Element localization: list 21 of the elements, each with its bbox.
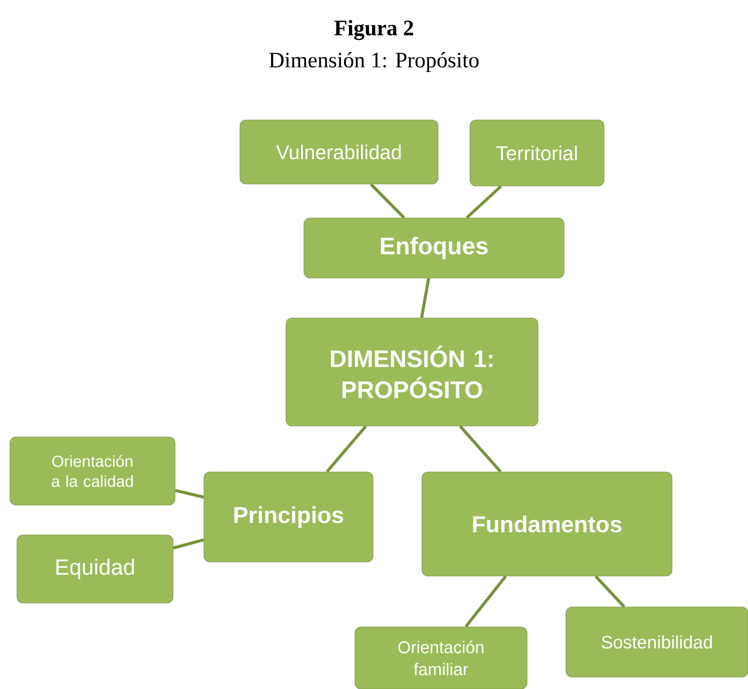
- concept-box: DIMENSIÓN 1: PROPÓSITO: [286, 318, 538, 426]
- concept-box: Sostenibilidad: [566, 606, 748, 678]
- figure-caption: Dimensión 1: Propósito: [269, 52, 479, 72]
- connector-line: [172, 538, 204, 550]
- concept-box: Enfoques: [304, 218, 564, 278]
- concept-box: Equidad: [16, 534, 174, 604]
- concept-box: Orientación a la calidad: [10, 436, 176, 506]
- concept-box: Fundamentos: [422, 472, 672, 576]
- connector-line: [370, 183, 406, 219]
- concept-box: Principios: [204, 472, 374, 562]
- connector-line: [420, 278, 430, 318]
- connector-line: [466, 185, 502, 219]
- connector-line: [464, 575, 507, 628]
- connector-line: [459, 425, 502, 473]
- concept-box: Territorial: [470, 120, 604, 186]
- figure-title: Figura 2: [334, 20, 414, 40]
- connector-line: [594, 575, 626, 608]
- concept-box: Vulnerabilidad: [240, 120, 438, 184]
- connector-line: [174, 488, 204, 499]
- concept-box: Orientación familiar: [354, 626, 528, 689]
- connector-line: [326, 425, 367, 473]
